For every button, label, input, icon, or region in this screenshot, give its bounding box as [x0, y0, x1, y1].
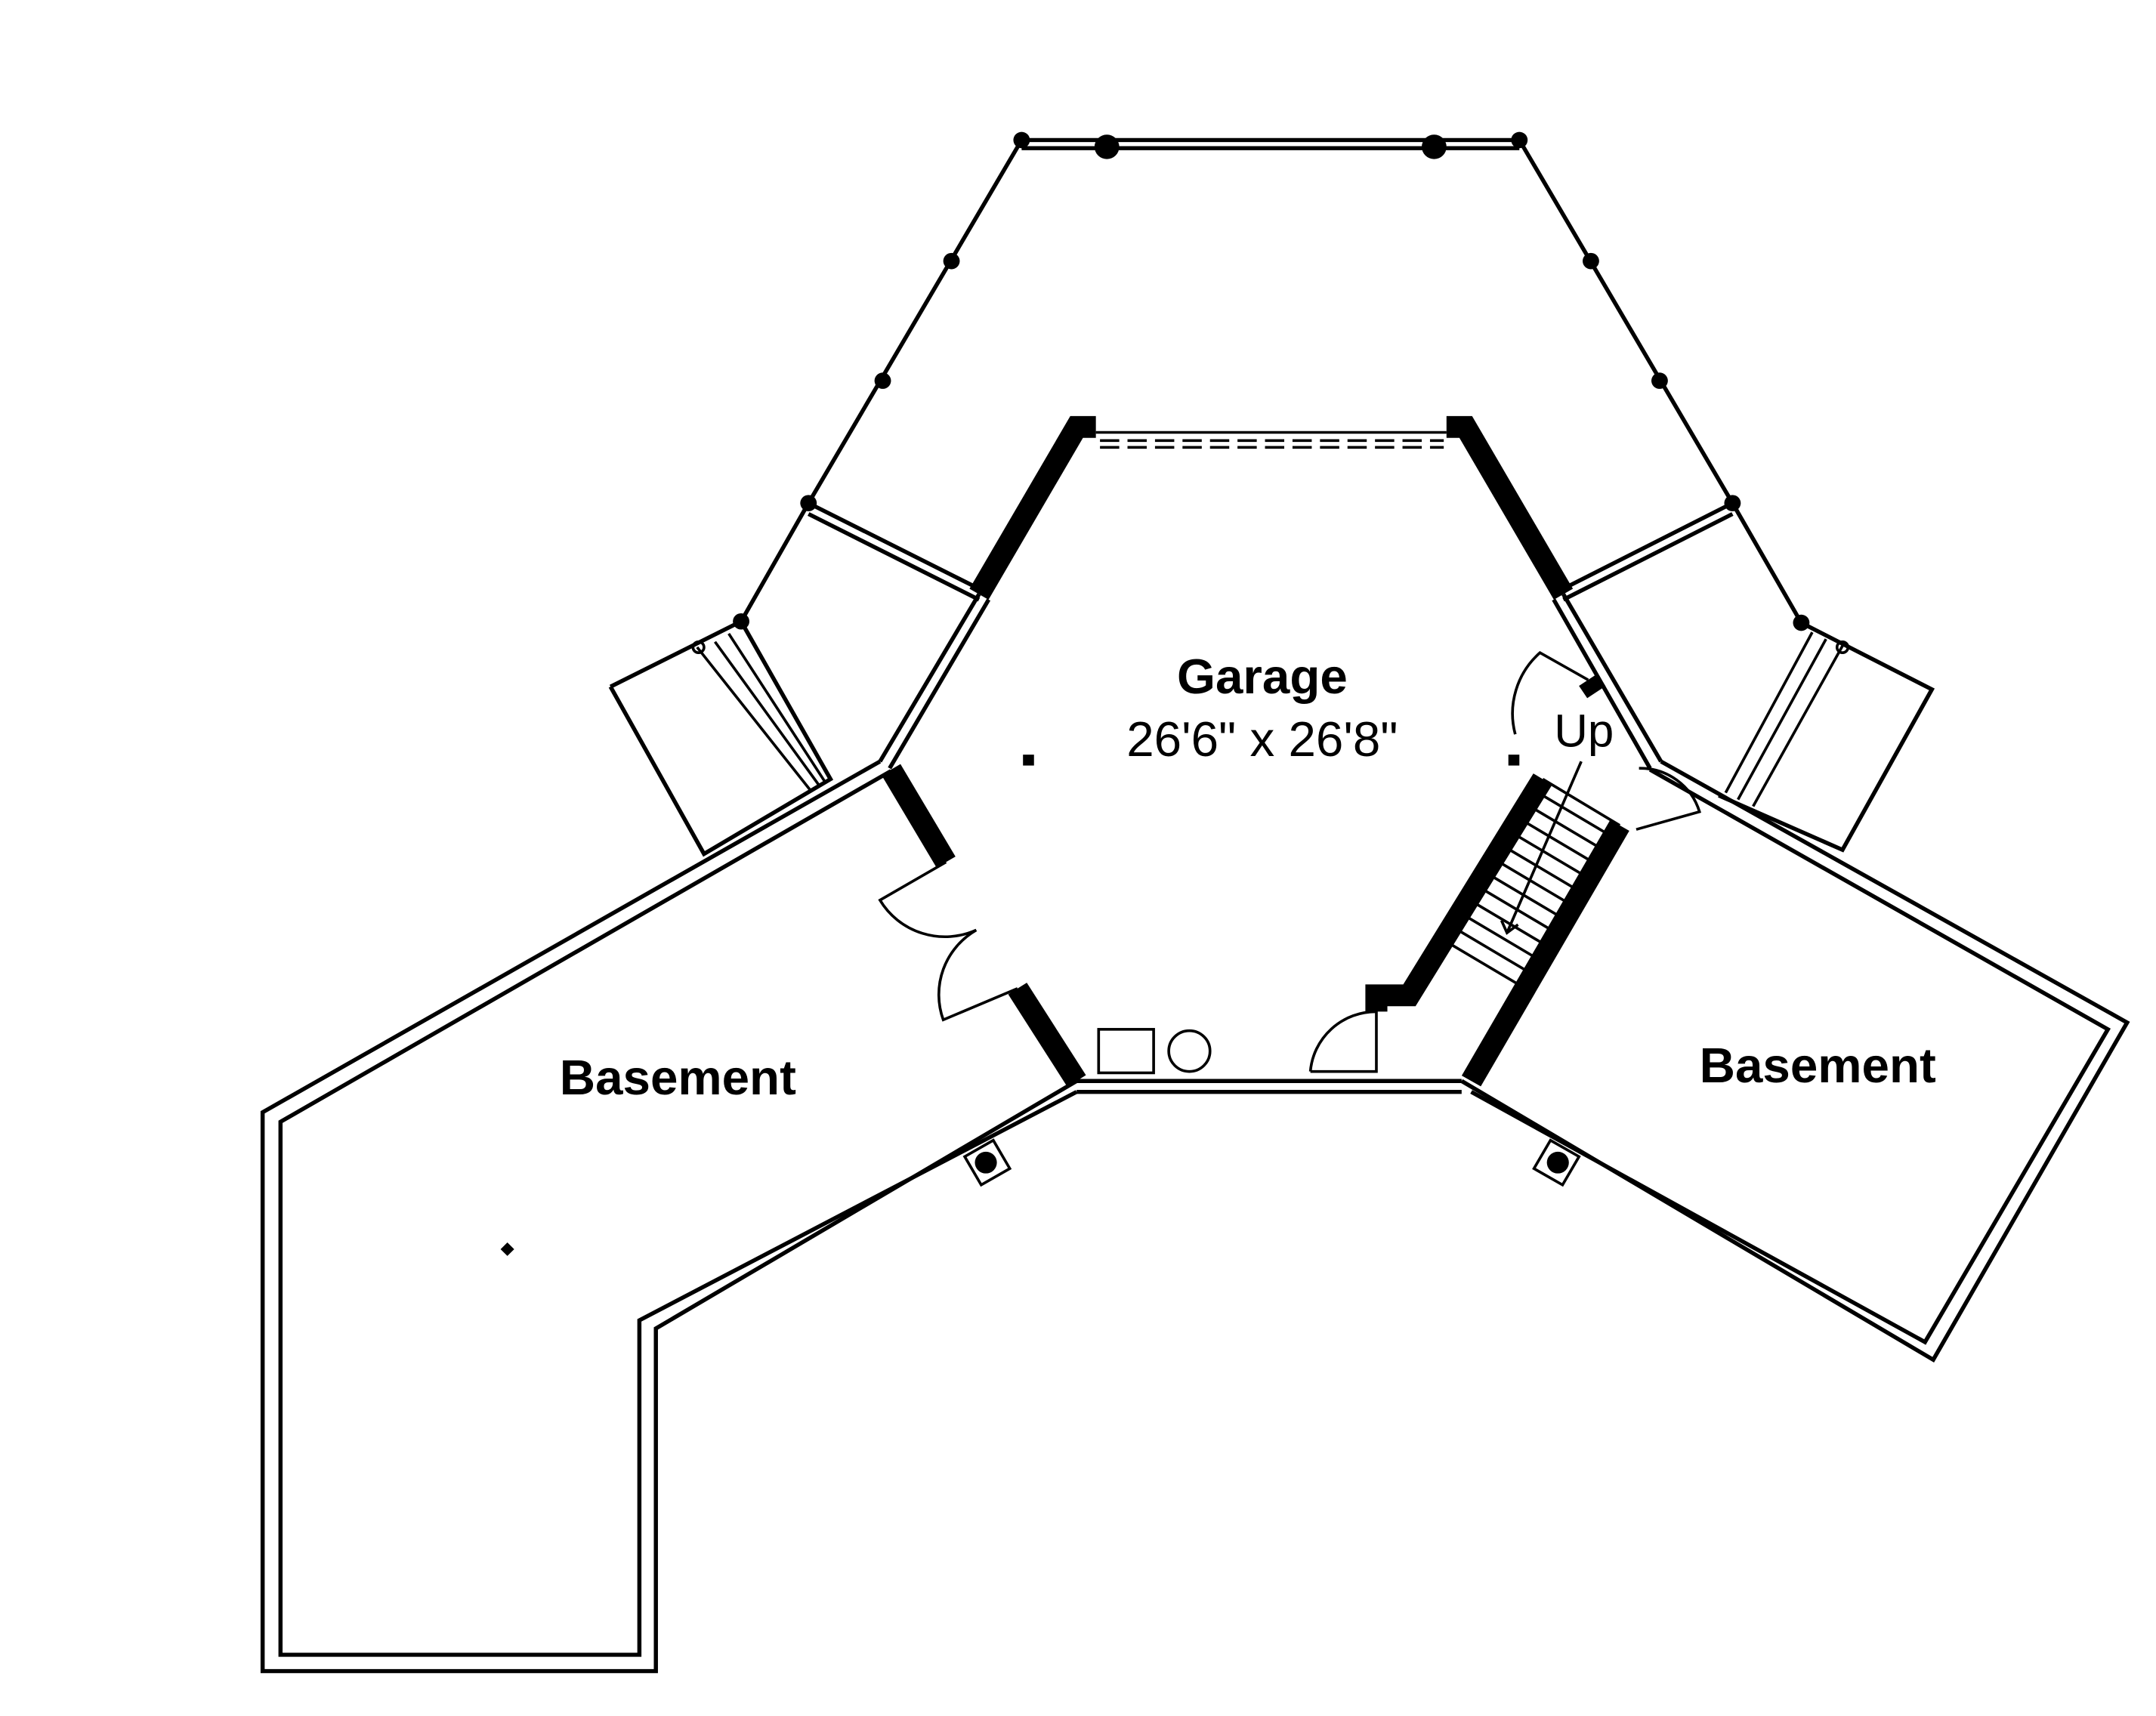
basement-left-walls — [260, 759, 1078, 1674]
steps-left — [608, 619, 834, 857]
garage-door — [1095, 431, 1447, 449]
porch-side-walls — [808, 501, 1734, 602]
garage-thin-walls — [878, 593, 1663, 1094]
column — [1422, 134, 1447, 159]
wall-posts — [962, 1138, 1581, 1187]
post — [975, 1151, 997, 1174]
garage-walls — [881, 415, 1629, 1087]
column — [1094, 134, 1120, 159]
steps-right — [1718, 621, 1935, 853]
post — [1546, 1151, 1569, 1174]
column — [1651, 372, 1668, 389]
door-stair — [1511, 650, 1701, 831]
stair-up-label: Up — [1554, 705, 1614, 758]
column — [1582, 252, 1599, 270]
column — [1511, 131, 1528, 149]
basement-right-walls — [1460, 759, 2130, 1363]
garage-label: Garage — [1177, 649, 1348, 704]
column — [1013, 131, 1030, 149]
stair — [1444, 761, 1621, 987]
column — [1793, 614, 1810, 631]
door-basement-left — [878, 860, 1018, 1022]
column — [874, 372, 891, 389]
markers — [500, 755, 1520, 1256]
basement-left-label: Basement — [560, 1051, 796, 1106]
door-garage-side — [1308, 1010, 1378, 1073]
utility-equipment — [1097, 1028, 1212, 1075]
column — [943, 252, 960, 270]
garage-dimensions: 26'6" x 26'8" — [1126, 711, 1398, 767]
basement-right-label: Basement — [1700, 1038, 1936, 1093]
